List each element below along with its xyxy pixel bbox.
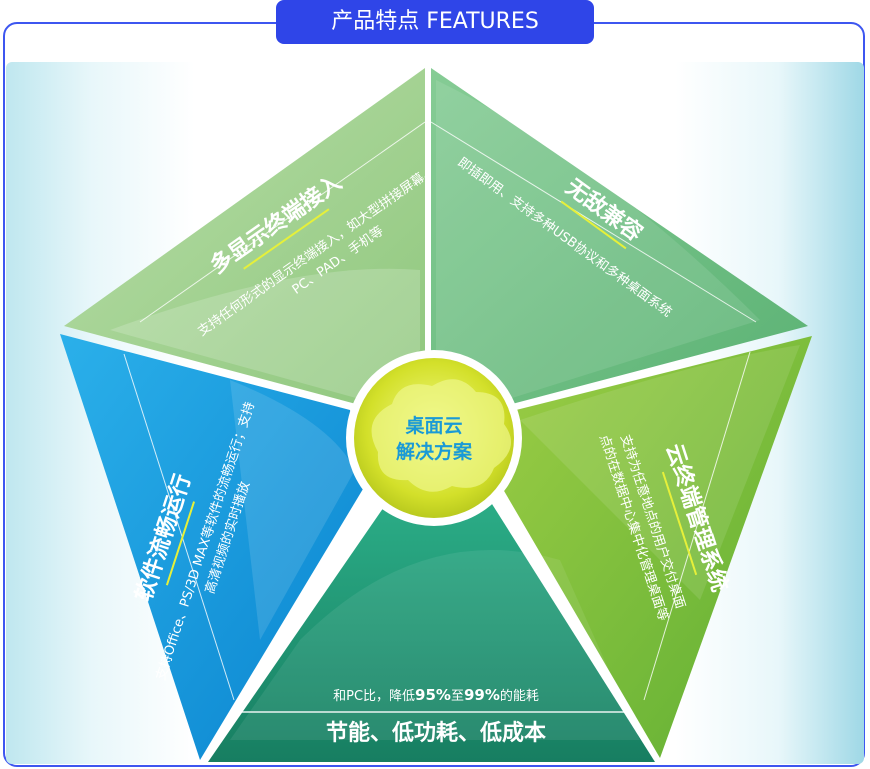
outline-left bbox=[123, 353, 235, 701]
segment-left bbox=[60, 334, 366, 760]
center-title-line2: 解决方案 bbox=[396, 440, 473, 463]
segment-top-right bbox=[431, 68, 808, 404]
outline-top-left bbox=[139, 121, 426, 323]
top-right-underline bbox=[560, 200, 627, 250]
top-left-underline bbox=[243, 208, 330, 270]
segment-top-left bbox=[64, 68, 425, 404]
bottom-desc: 和PC比，降低95%至99%的能耗 bbox=[333, 686, 539, 704]
segment-bottom bbox=[208, 504, 655, 762]
page-title: 产品特点 FEATURES bbox=[276, 0, 594, 44]
highlight-top-left bbox=[110, 268, 420, 398]
right-underline bbox=[661, 471, 698, 576]
highlight-right bbox=[520, 345, 800, 600]
center-cloud-shape bbox=[371, 379, 512, 492]
center-title-line1: 桌面云 bbox=[405, 414, 462, 437]
segment-right bbox=[500, 336, 812, 758]
bottom-title: 节能、低功耗、低成本 bbox=[326, 720, 546, 746]
highlight-bottom bbox=[230, 550, 640, 740]
outline-top-right bbox=[430, 121, 757, 323]
highlight-top-right bbox=[436, 80, 760, 398]
left-underline bbox=[165, 501, 196, 586]
highlight-left bbox=[230, 380, 355, 640]
outline-right bbox=[643, 351, 751, 701]
